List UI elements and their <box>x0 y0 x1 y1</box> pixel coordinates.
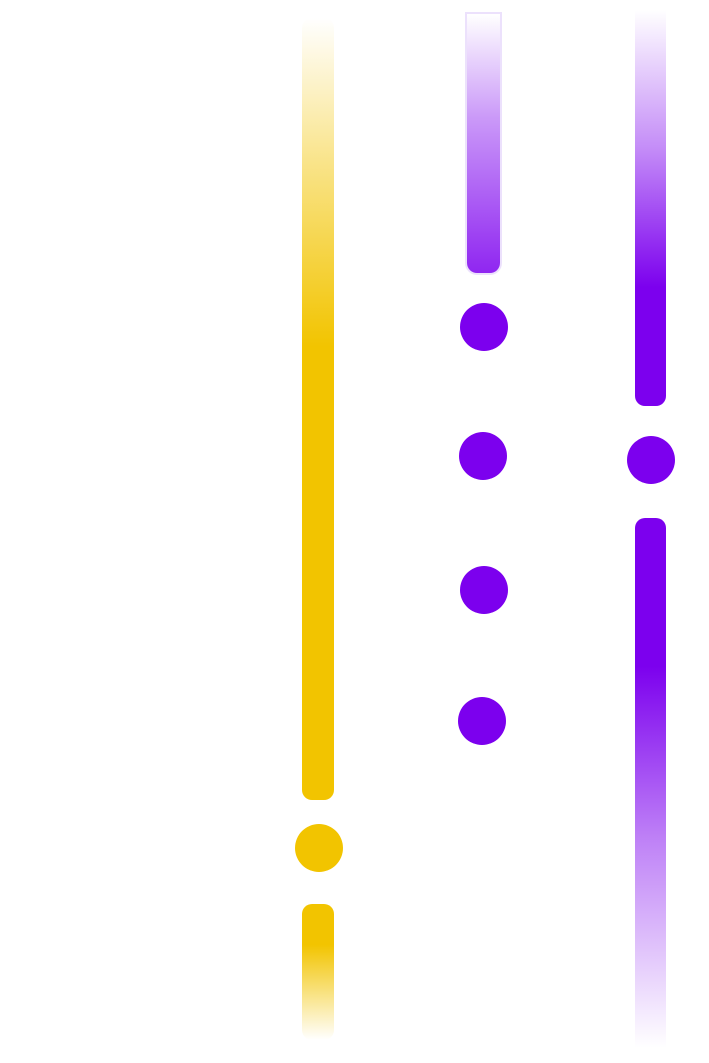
right-purple-track-bottom-bar <box>635 518 666 1048</box>
middle-purple-track-dot <box>458 697 506 745</box>
middle-purple-track-dot <box>459 432 507 480</box>
yellow-track-dot <box>295 824 343 872</box>
yellow-track-top-bar <box>302 18 334 800</box>
yellow-track-bottom-bar <box>302 904 334 1040</box>
middle-purple-track-dot <box>460 303 508 351</box>
middle-purple-track-dot <box>460 566 508 614</box>
right-purple-track-top-bar <box>635 10 666 406</box>
right-purple-track-dot <box>627 436 675 484</box>
middle-purple-track-top-bar <box>467 14 500 273</box>
